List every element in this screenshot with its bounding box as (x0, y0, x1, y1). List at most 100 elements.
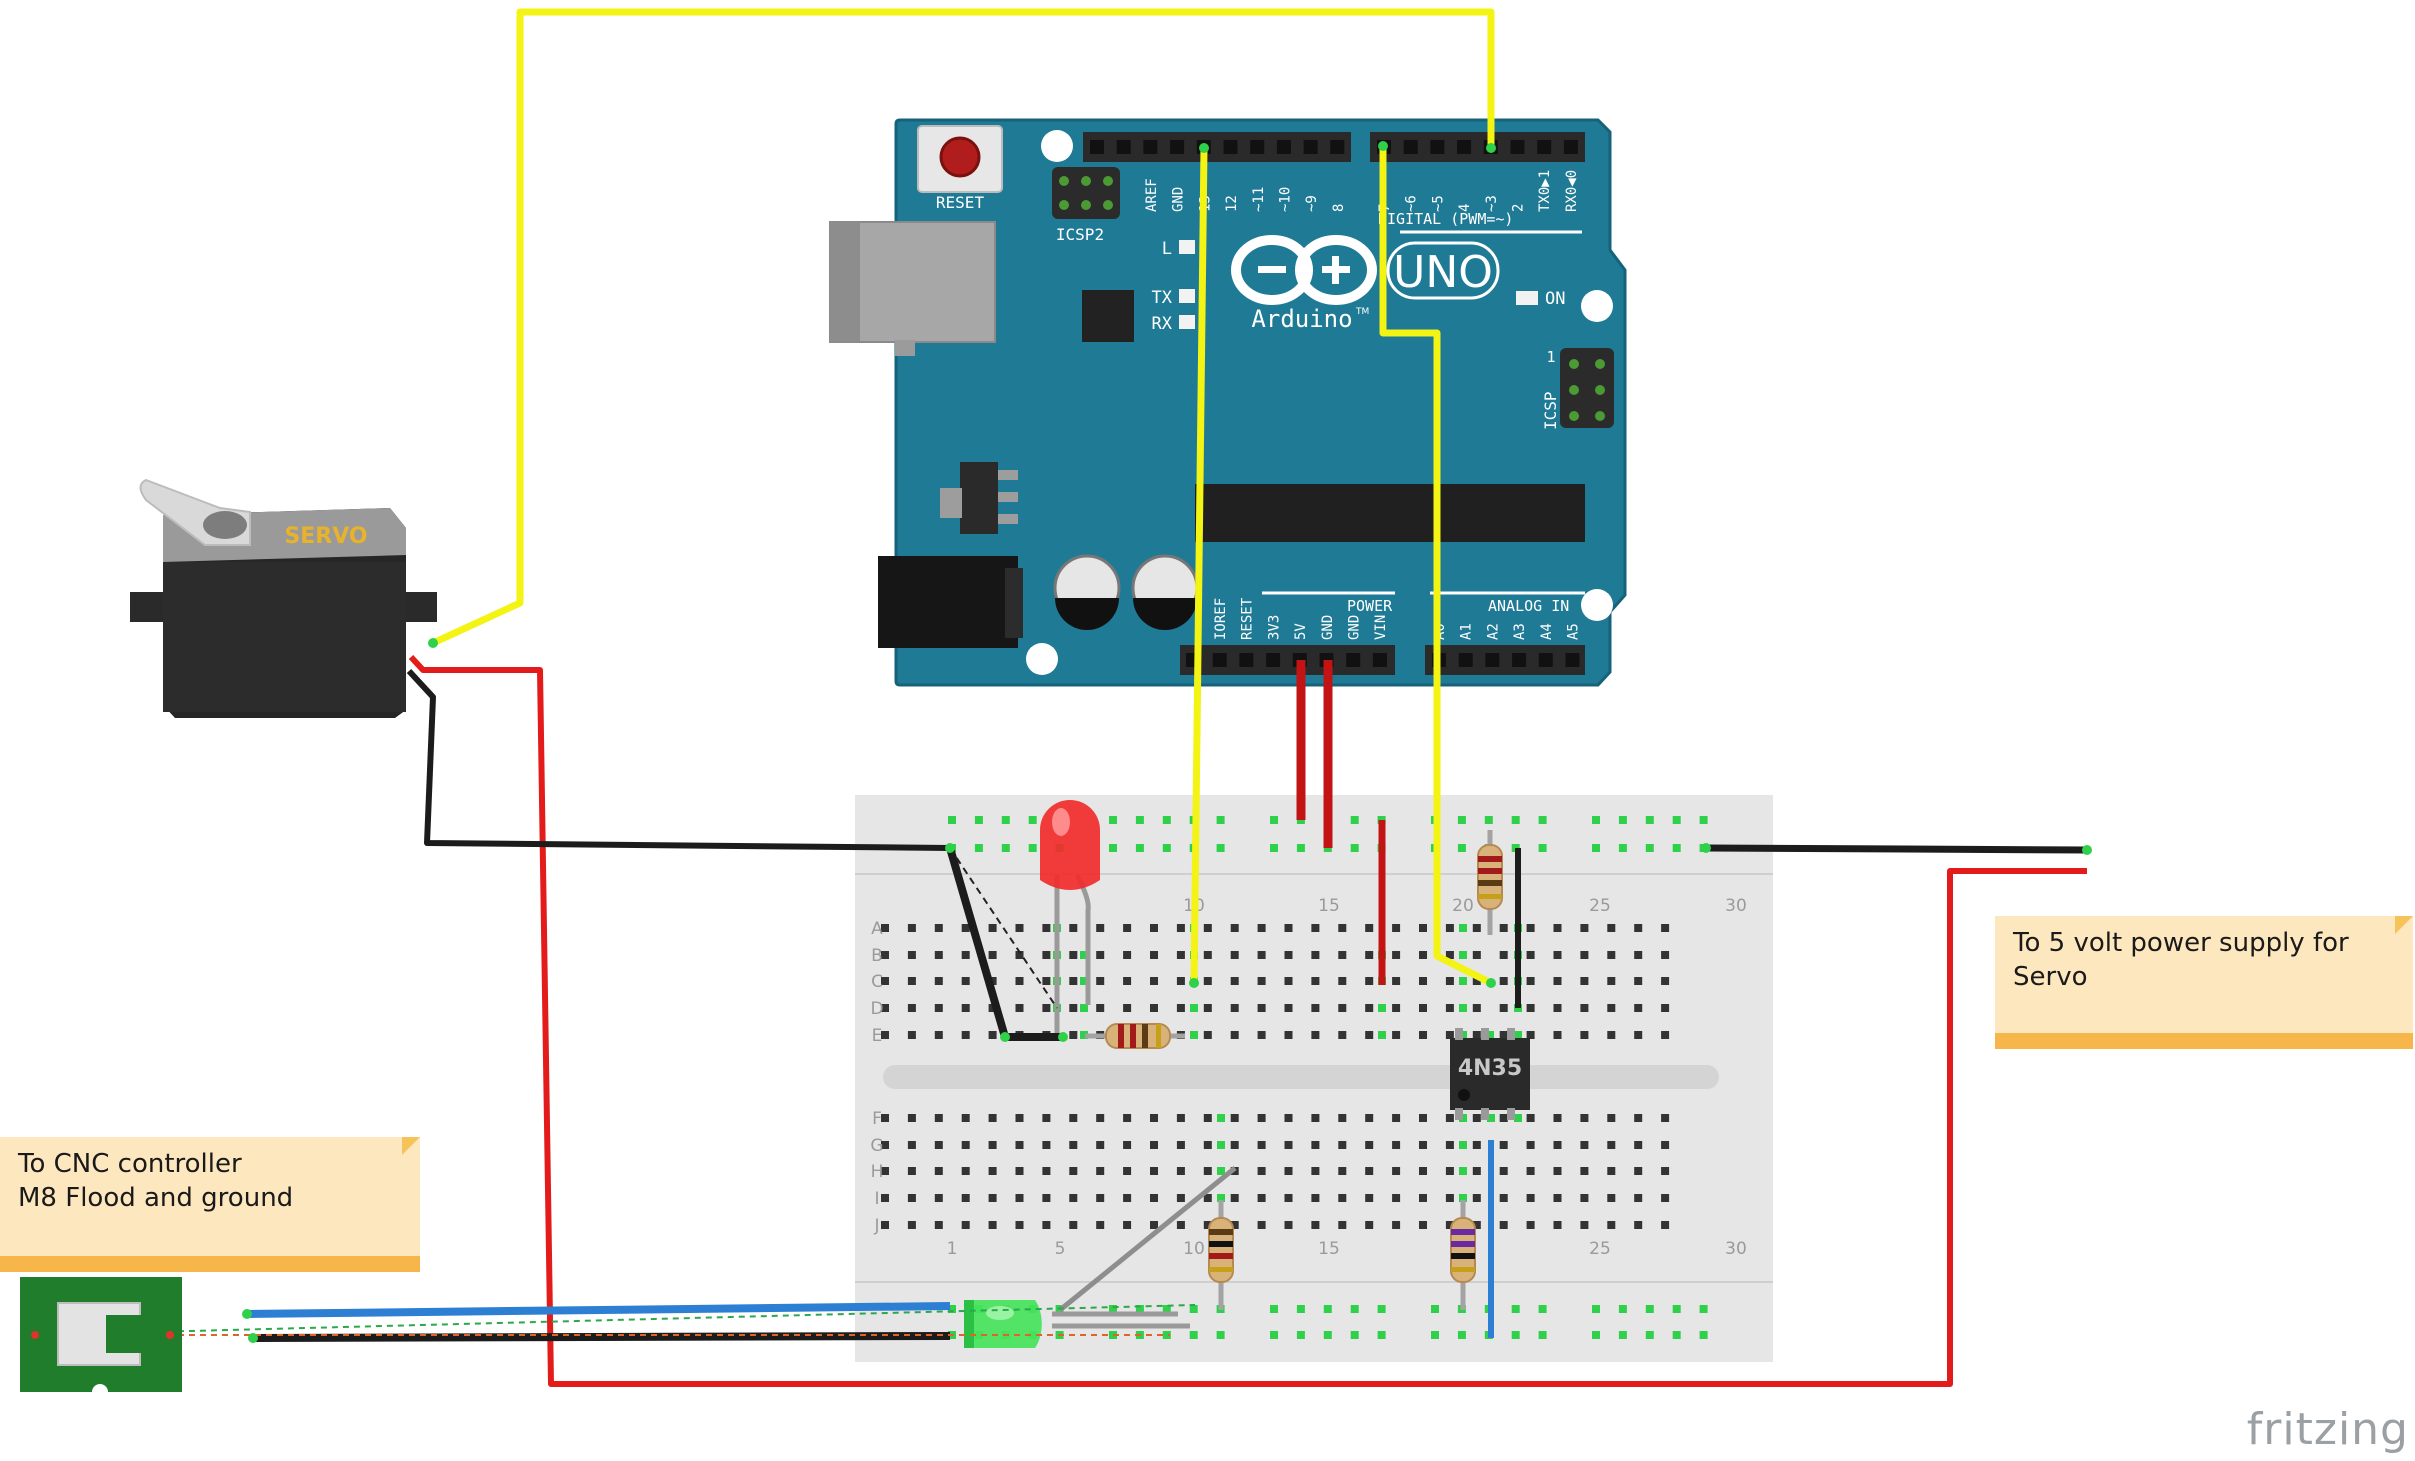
breadboard-hole (1499, 1114, 1508, 1122)
breadboard-label: C (871, 972, 883, 992)
breadboard-hole (1311, 1167, 1320, 1175)
wires (34, 8, 2088, 1387)
wire-endpoint (1486, 143, 1496, 153)
wire-endpoint (1378, 141, 1388, 151)
breadboard-hole (1338, 1194, 1347, 1202)
breadboard-hole (961, 1004, 970, 1012)
breadboard-hole (1338, 1004, 1347, 1012)
icsp2-label: ICSP2 (1056, 225, 1104, 244)
breadboard-hole (1672, 844, 1681, 852)
wire-endpoint (31, 1331, 39, 1339)
breadboard-hole (1284, 924, 1293, 932)
breadboard-hole (1069, 924, 1078, 932)
breadboard-hole (1109, 1305, 1117, 1313)
breadboard-hole (1015, 1004, 1024, 1012)
note-power-line-2: Servo (2013, 962, 2088, 992)
resistor-3-icon (1208, 1200, 1234, 1310)
breadboard-hole (1580, 1114, 1589, 1122)
breadboard-hole (1634, 924, 1643, 932)
header-pin-label: A4 (1539, 623, 1555, 640)
breadboard-hole (1618, 844, 1627, 852)
breadboard-hole (1042, 1167, 1051, 1175)
breadboard-hole (1592, 1331, 1600, 1339)
breadboard-hole (1419, 977, 1427, 985)
breadboard-hole (1459, 977, 1467, 985)
breadboard-hole (1419, 951, 1427, 959)
breadboard-hole (1123, 1141, 1132, 1149)
breadboard-hole (1176, 1114, 1185, 1122)
arduino-brand-label: Arduino (1251, 305, 1352, 333)
breadboard-hole (1457, 1331, 1466, 1339)
breadboard-hole (1296, 1331, 1305, 1339)
breadboard-hole (1472, 1004, 1481, 1012)
wire-endpoint (2082, 845, 2092, 855)
breadboard-hole (1109, 816, 1117, 824)
breadboard-hole (1661, 1167, 1670, 1175)
breadboard-hole (881, 1004, 889, 1012)
breadboard-hole (1189, 1331, 1198, 1339)
breadboard-hole (1284, 1221, 1293, 1229)
header-pin-label: ~5 (1430, 195, 1446, 212)
header-pin-label: ~10 (1278, 187, 1294, 212)
breadboard-hole (1176, 1194, 1185, 1202)
breadboard-hole (1296, 1305, 1305, 1313)
breadboard-hole (1217, 1194, 1225, 1202)
header-pin (1403, 140, 1418, 154)
breadboard-hole (1135, 816, 1144, 824)
led-rx-label: RX (1152, 314, 1173, 334)
breadboard-hole (1365, 1141, 1374, 1149)
breadboard-hole (1069, 1194, 1078, 1202)
header-pin-label: RESET (1240, 597, 1256, 640)
breadboard-hole (1284, 1194, 1293, 1202)
breadboard-label: 20 (1452, 896, 1474, 916)
breadboard-hole (1162, 816, 1171, 824)
reset-label: RESET (936, 193, 985, 212)
breadboard-hole (1001, 844, 1010, 852)
breadboard-hole (1431, 1305, 1439, 1313)
breadboard-hole (1096, 924, 1105, 932)
breadboard-hole (1499, 1004, 1508, 1012)
header-pin-label: 12 (1224, 195, 1240, 212)
breadboard-hole (1553, 1004, 1562, 1012)
wire-endpoint (1058, 1032, 1068, 1042)
breadboard-hole (1419, 1167, 1427, 1175)
breadboard-hole (1526, 1167, 1535, 1175)
barrel-jack-icon (878, 556, 1023, 648)
breadboard-hole (948, 1305, 956, 1313)
breadboard-hole (934, 1167, 943, 1175)
wire-yellow-pin7 (1379, 146, 1493, 987)
breadboard-hole (1419, 1004, 1427, 1012)
breadboard-hole (1365, 1031, 1374, 1039)
breadboard-hole (1459, 924, 1467, 932)
breadboard-hole (1350, 1331, 1359, 1339)
breadboard-hole (988, 1031, 997, 1039)
breadboard-hole (1311, 977, 1320, 985)
breadboard-hole (1203, 924, 1212, 932)
breadboard-hole (1472, 1221, 1481, 1229)
breadboard-hole (1042, 1221, 1051, 1229)
breadboard-hole (907, 1031, 916, 1039)
breadboard-hole (1230, 951, 1239, 959)
breadboard-hole (1392, 924, 1401, 932)
breadboard-hole (1230, 1031, 1239, 1039)
header-pin (1276, 140, 1291, 154)
breadboard-hole (1203, 1221, 1212, 1229)
breadboard-hole (1270, 1331, 1278, 1339)
breadboard-hole (1445, 1004, 1454, 1012)
breadboard-hole (1419, 924, 1427, 932)
arduino-logo-icon (1231, 235, 1377, 305)
breadboard-hole (1514, 1031, 1522, 1039)
header-pin-label: VIN (1373, 615, 1389, 640)
breadboard-hole (1511, 816, 1520, 824)
header-pin (1372, 653, 1387, 667)
breadboard-hole (1230, 977, 1239, 985)
breadboard-hole (1365, 924, 1374, 932)
breadboard-label: 30 (1725, 1239, 1747, 1259)
wire-endpoint (1000, 1032, 1010, 1042)
breadboard-hole (1176, 1004, 1185, 1012)
breadboard-hole (988, 1167, 997, 1175)
breadboard-hole (1338, 951, 1347, 959)
breadboard-hole (1634, 1221, 1643, 1229)
breadboard-label: 30 (1725, 896, 1747, 916)
breadboard-hole (1661, 924, 1670, 932)
